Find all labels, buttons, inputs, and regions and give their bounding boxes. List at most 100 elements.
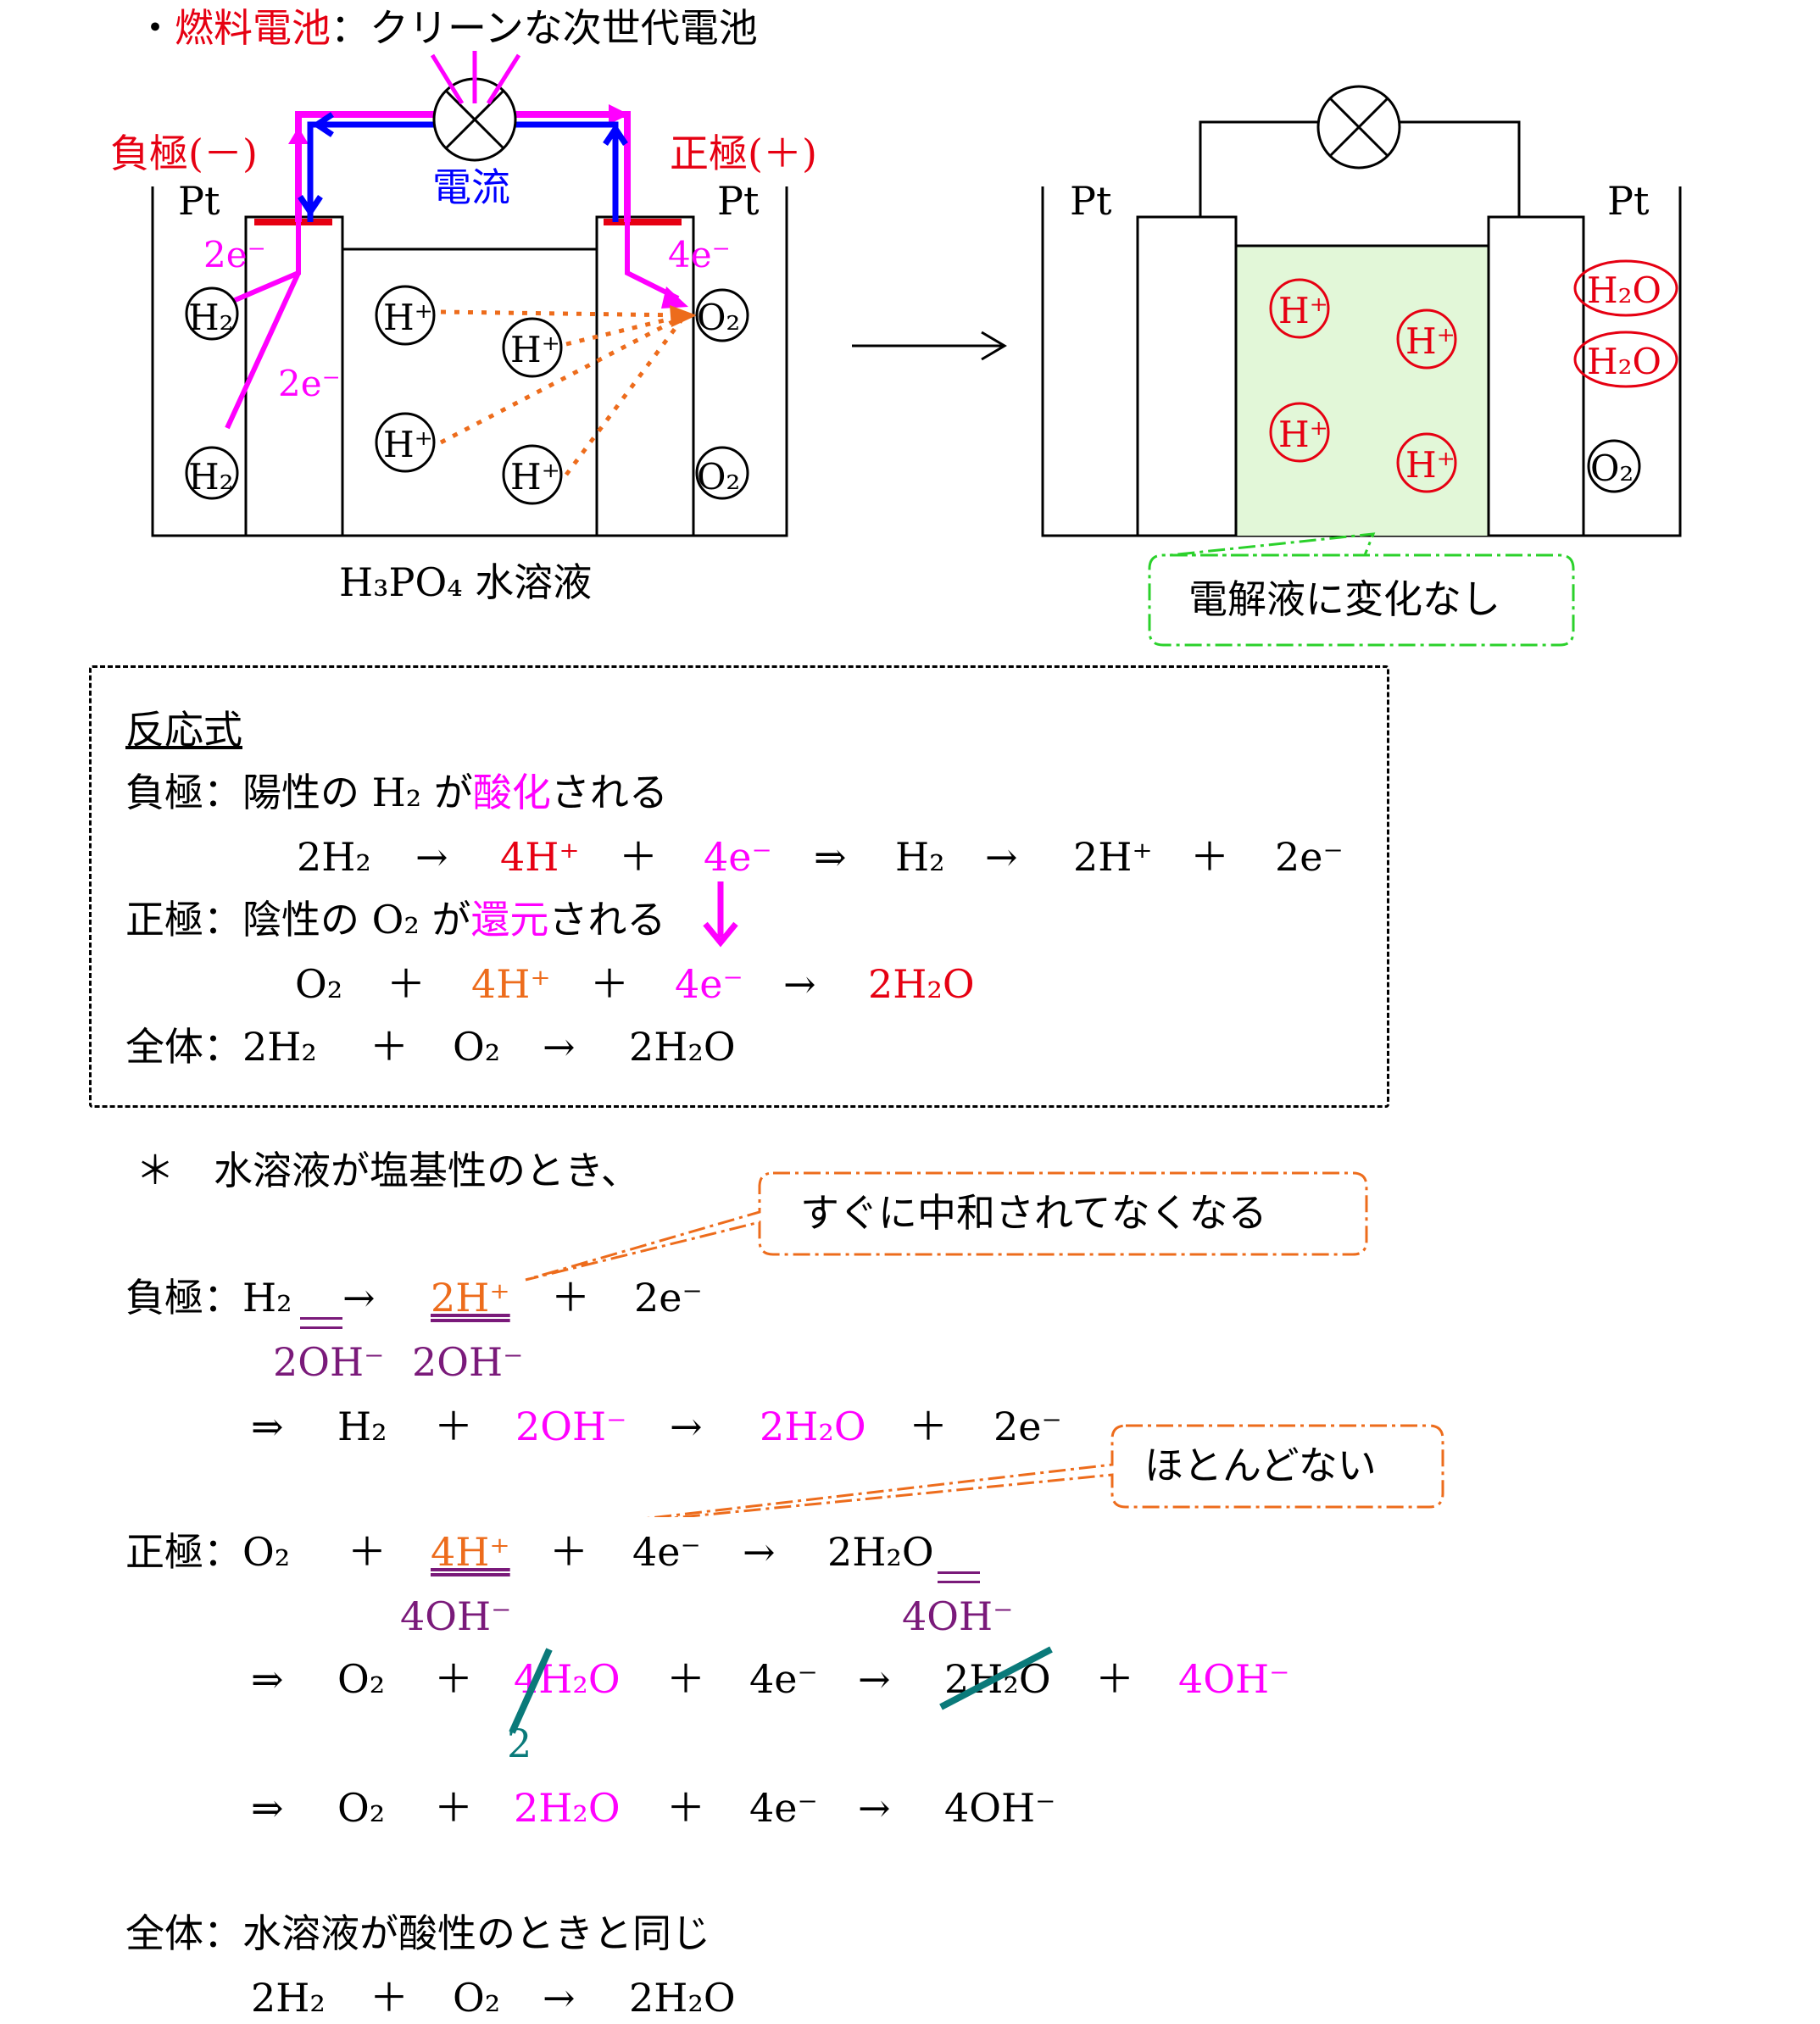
basic-pos-under2: 4OH⁻ [902, 1593, 1014, 1639]
basic-neg-r-b: 2OH⁻ [515, 1404, 627, 1449]
electrons-top-right: 4e⁻ [668, 234, 731, 275]
basic-pos-r1-arrow: → [858, 1656, 891, 1702]
total-eq-prefix: 全体：2H₂ [125, 1024, 317, 1070]
double-underline [300, 1317, 342, 1329]
callout2-shape [646, 1424, 1444, 1517]
hplus-ion [502, 444, 563, 505]
total-eq-plus: ＋ [370, 1024, 409, 1070]
o2-molecule [695, 446, 749, 500]
proton-arrowhead [670, 305, 697, 327]
electron-flow-anode-lower [225, 271, 301, 430]
callout1-text: すぐに中和されてなくなる [800, 1190, 1267, 1236]
right-hplus-ion [1396, 432, 1457, 493]
neg-eq1-arrow: → [415, 834, 448, 880]
right-h2o-molecule [1573, 259, 1678, 317]
strike-marks [509, 1646, 1053, 1734]
pos-prefix: 正極：陰性の O₂ が [125, 897, 471, 942]
basic-pos-plus2: ＋ [549, 1529, 588, 1575]
basic-total-a: 2H₂ [251, 1975, 326, 2021]
pos-eq-arrow: → [783, 961, 816, 1007]
pt-left-label: Pt [178, 178, 220, 224]
right-pt-right-label: Pt [1607, 178, 1650, 224]
title-highlight: 燃料電池 [175, 5, 331, 51]
left-container [151, 186, 788, 537]
h2-label: H₂ [188, 456, 234, 498]
current-arrow-down [298, 195, 323, 218]
basic-pos-plus1: ＋ [348, 1529, 387, 1575]
basic-total-b: O₂ [453, 1975, 501, 2021]
electrons-mid-left: 2e⁻ [278, 363, 341, 404]
right-o2-label: O₂ [1590, 448, 1634, 489]
basic-neg-plus: ＋ [551, 1275, 590, 1321]
pos-eq-a: O₂ [295, 961, 343, 1007]
neg-eq2-imp: ⇒ [814, 834, 847, 880]
left-cathode [595, 215, 695, 537]
light-ray [430, 53, 465, 105]
current-arrow-left [311, 112, 334, 137]
electron-arrow-right [609, 104, 629, 125]
basic-pos-r2-a: O₂ [337, 1785, 386, 1831]
neg-eq1-b: 4H⁺ [500, 834, 580, 880]
right-electrolyte [1236, 246, 1489, 536]
neg-reaction-line: 負極：陽性の H₂ が酸化される [125, 773, 668, 812]
right-hplus-label: H⁺ [1405, 444, 1455, 486]
basic-pos-r1-imp: ⇒ [251, 1656, 284, 1702]
right-h2o-molecule [1573, 331, 1678, 388]
electron-transfer-arrow [703, 881, 738, 948]
pos-eq-b: 4H⁺ [471, 961, 551, 1007]
title-rest: ：クリーンな次世代電池 [331, 5, 758, 51]
basic-neg-b: 2H⁺ [431, 1275, 510, 1321]
hplus-label: H⁺ [383, 424, 433, 465]
positive-electrode-label: 正極(＋) [670, 131, 817, 176]
right-anode [1136, 215, 1238, 537]
basic-pos-r2-plus2: ＋ [666, 1785, 705, 1831]
right-hplus-label: H⁺ [1405, 320, 1455, 362]
hplus-label: H⁺ [510, 456, 560, 498]
basic-pos-d: 2H₂O [827, 1529, 934, 1575]
basic-pos-r2-imp: ⇒ [251, 1785, 284, 1831]
hplus-label: H⁺ [383, 297, 433, 338]
neg-eq2-arrow: → [985, 834, 1018, 880]
reaction-box [89, 665, 1389, 1108]
neg-eq1-plus: ＋ [619, 834, 658, 880]
total-eq-arrow: → [543, 1024, 576, 1070]
neg-prefix: 負極：陽性の H₂ が [125, 770, 473, 815]
basic-pos-r2-c: 4e⁻ [749, 1785, 818, 1831]
basic-total-c: 2H₂O [629, 1975, 736, 2021]
pt-right-label: Pt [717, 178, 760, 224]
basic-pos-r1-e: 4OH⁻ [1178, 1656, 1290, 1702]
reaction-heading: 反応式 [125, 707, 242, 753]
basic-pos-under1: 4OH⁻ [400, 1593, 512, 1639]
neg-eq1-a: 2H₂ [297, 834, 371, 880]
h2-label: H₂ [188, 297, 234, 338]
electron-arrow-up [288, 127, 309, 144]
basic-total-line: 全体：水溶液が酸性のときと同じ [125, 1910, 710, 1956]
basic-pos-r1-plus3: ＋ [1095, 1656, 1134, 1702]
basic-neg-label: 負極：H₂ [125, 1275, 292, 1321]
callout1-shape [525, 1171, 1368, 1282]
basic-neg-under2: 2OH⁻ [412, 1339, 524, 1385]
hplus-label: H⁺ [510, 329, 560, 370]
title-bullet: ・ [136, 5, 175, 51]
double-underline [938, 1571, 980, 1583]
basic-pos-r1-plus1: ＋ [434, 1656, 473, 1702]
basic-pos-b: 4H⁺ [431, 1529, 510, 1575]
page-title: ・燃料電池：クリーンな次世代電池 [136, 8, 758, 47]
neg-eq2-plus: ＋ [1190, 834, 1229, 880]
electrolyte-caption: H₃PO₄ 水溶液 [339, 559, 593, 605]
basic-pos-r2-plus1: ＋ [434, 1785, 473, 1831]
h2-molecule [185, 286, 239, 341]
correction-number: 2 [507, 1721, 532, 1766]
light-ray [486, 53, 521, 105]
neg-eq2-a: H₂ [895, 834, 945, 880]
electrons-top-left: 2e⁻ [203, 234, 266, 275]
fuel-cell-diagram [151, 51, 1682, 647]
basic-intro: ＊ 水溶液が塩基性のとき、 [136, 1148, 640, 1193]
right-cathode [1487, 215, 1585, 537]
note-callout [1148, 532, 1575, 647]
hplus-ion [375, 412, 436, 473]
pos-word: 還元 [470, 897, 549, 942]
right-hplus-ion [1396, 309, 1457, 370]
basic-neg-r-d: 2e⁻ [993, 1404, 1062, 1449]
right-h2o-label: H₂O [1587, 270, 1661, 311]
